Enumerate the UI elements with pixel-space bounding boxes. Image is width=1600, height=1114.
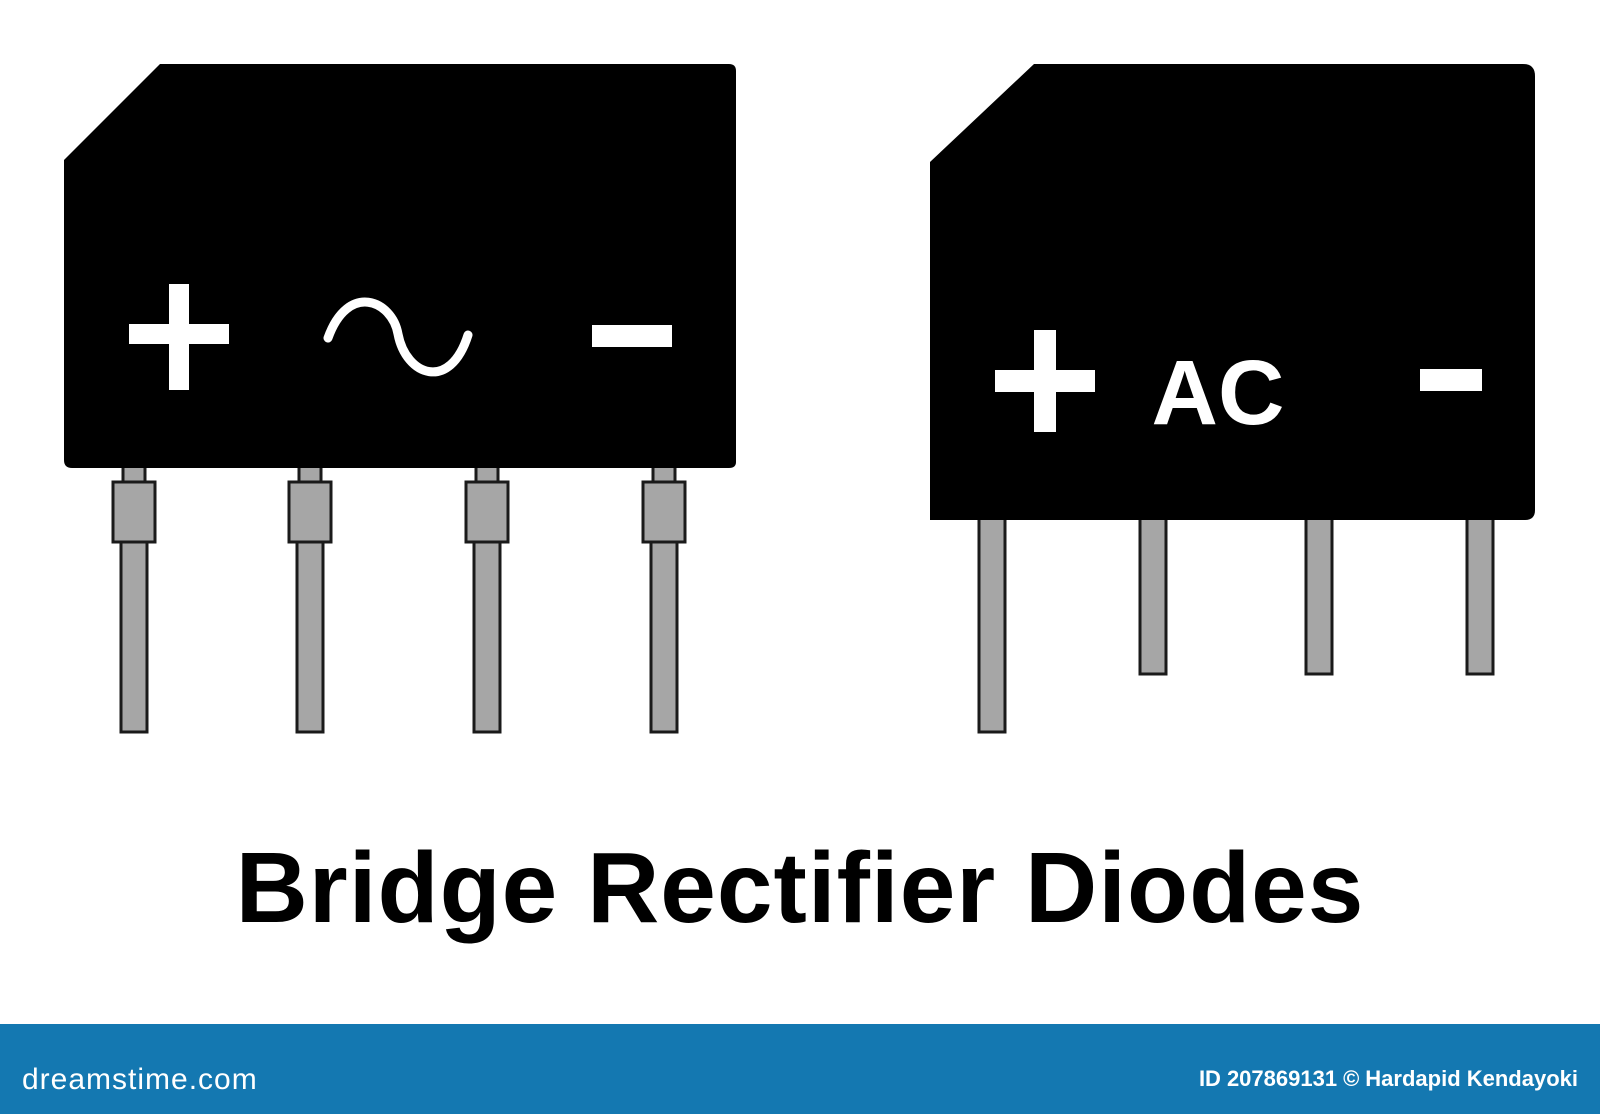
right-pin-3 <box>1304 498 1334 676</box>
right-pin-1 <box>977 498 1007 734</box>
right-ac-label: AC <box>1152 342 1285 444</box>
copyright-icon: © <box>1343 1066 1360 1091</box>
right-pin-2 <box>1138 498 1168 676</box>
left-component-pins <box>111 458 687 734</box>
left-plus-sign <box>129 284 229 390</box>
right-pin-4 <box>1465 498 1495 676</box>
footer-author: Hardapid Kendayoki <box>1365 1066 1578 1091</box>
right-component-body <box>930 64 1535 520</box>
left-ac-wave-icon <box>323 297 473 377</box>
right-component-pins <box>977 498 1495 734</box>
left-minus-sign <box>592 325 672 347</box>
left-pin-3 <box>464 458 510 734</box>
left-pin-2 <box>287 458 333 734</box>
left-component-body <box>64 64 736 468</box>
page-title: Bridge Rectifier Diodes <box>235 832 1365 944</box>
right-minus-sign <box>1420 369 1482 391</box>
footer-id-label: ID <box>1198 1066 1221 1091</box>
left-pin-1 <box>111 458 157 734</box>
footer-brand: dreamstime.com <box>22 1063 258 1096</box>
footer-id-value: 207869131 <box>1226 1066 1338 1091</box>
diagram-canvas: AC <box>64 64 1535 734</box>
right-plus-sign <box>995 330 1095 432</box>
left-pin-4 <box>641 458 687 734</box>
